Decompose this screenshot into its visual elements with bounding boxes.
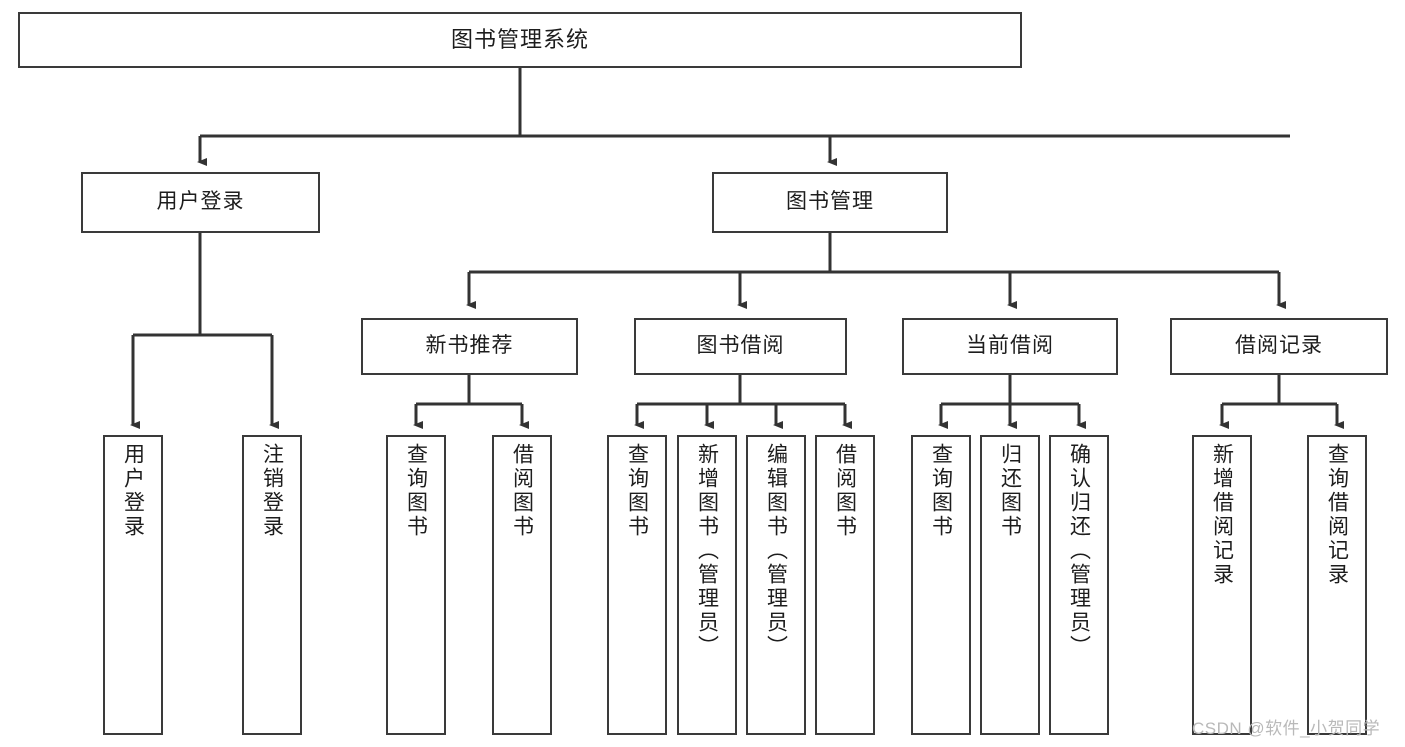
- node-label: 图书管理系统: [450, 27, 589, 53]
- leaf-return-book[interactable]: 归还图书: [980, 435, 1040, 735]
- node-label: 查询图书: [929, 443, 953, 539]
- leaf-query-borrow-record[interactable]: 查询借阅记录: [1307, 435, 1367, 735]
- node-label: 借阅图书: [510, 443, 534, 539]
- leaf-logout[interactable]: 注销登录: [242, 435, 302, 735]
- node-label: 借阅记录: [1235, 334, 1323, 358]
- leaf-add-book-admin[interactable]: 新增图书（管理员）: [677, 435, 737, 735]
- node-label: 新书推荐: [425, 334, 514, 358]
- node-label: 新增借阅记录: [1210, 443, 1234, 587]
- leaf-add-borrow-record[interactable]: 新增借阅记录: [1192, 435, 1252, 735]
- watermark: CSDN @软件_小贺同学: [1192, 719, 1381, 738]
- node-book-borrow[interactable]: 图书借阅: [634, 318, 847, 375]
- leaf-borrow-book-recommend[interactable]: 借阅图书: [492, 435, 552, 735]
- node-label: 确认归还（管理员）: [1067, 443, 1091, 659]
- leaf-query-book-recommend[interactable]: 查询图书: [386, 435, 446, 735]
- leaf-query-book-current[interactable]: 查询图书: [911, 435, 971, 735]
- node-label: 归还图书: [998, 443, 1022, 539]
- node-book-management[interactable]: 图书管理: [712, 172, 948, 233]
- leaf-user-login[interactable]: 用户登录: [103, 435, 163, 735]
- node-label: 借阅图书: [833, 443, 857, 539]
- node-user-login[interactable]: 用户登录: [81, 172, 320, 233]
- node-label: 用户登录: [156, 190, 245, 214]
- node-label: 注销登录: [260, 443, 284, 539]
- node-label: 用户登录: [121, 443, 145, 539]
- node-root-system[interactable]: 图书管理系统: [18, 12, 1022, 68]
- node-label: 查询借阅记录: [1325, 443, 1349, 587]
- leaf-confirm-return-admin[interactable]: 确认归还（管理员）: [1049, 435, 1109, 735]
- node-label: 新增图书（管理员）: [695, 443, 719, 659]
- node-label: 当前借阅: [966, 334, 1054, 358]
- node-label: 查询图书: [404, 443, 428, 539]
- node-label: 图书管理: [786, 190, 874, 214]
- node-borrow-record[interactable]: 借阅记录: [1170, 318, 1388, 375]
- node-current-borrow[interactable]: 当前借阅: [902, 318, 1118, 375]
- leaf-query-book-borrow[interactable]: 查询图书: [607, 435, 667, 735]
- node-label: 编辑图书（管理员）: [764, 443, 788, 659]
- leaf-edit-book-admin[interactable]: 编辑图书（管理员）: [746, 435, 806, 735]
- node-new-book-recommend[interactable]: 新书推荐: [361, 318, 578, 375]
- node-label: 查询图书: [625, 443, 649, 539]
- leaf-borrow-book[interactable]: 借阅图书: [815, 435, 875, 735]
- node-label: 图书借阅: [696, 334, 785, 358]
